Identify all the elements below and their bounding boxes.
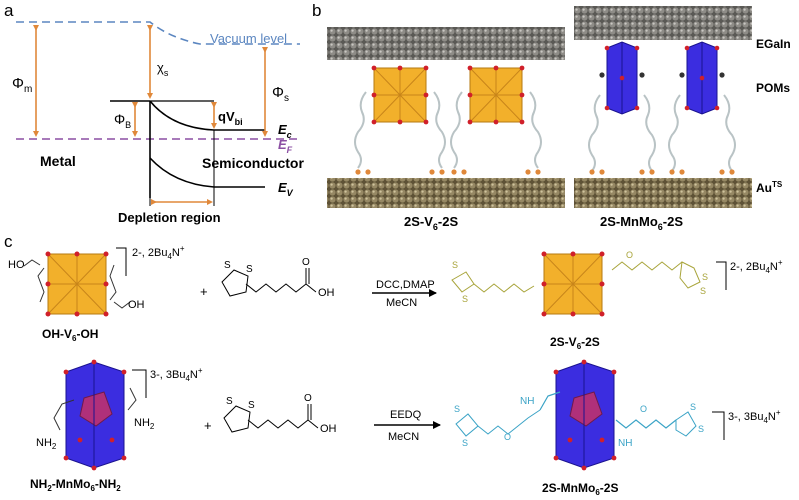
product-1-oxygen: O [626,250,633,260]
product-1-sulfur-b: S [462,294,468,304]
charge-bracket-product-1 [716,261,727,290]
2s-mnmo6-2s-structure [455,359,697,471]
product-1-sulfur-c: S [702,272,708,282]
egain-label: EGaIn [756,37,791,51]
solvent-2: MeCN [388,431,419,443]
sulfur-2b: S [248,400,255,411]
junction-schematic: b [312,1,791,232]
product-2-oxygen-left: O [504,432,511,442]
phi-b-label: ΦB [114,111,131,130]
chi-label: χs [157,60,169,78]
sulfur-1a: S [224,260,231,271]
au-electrode-right [574,178,752,208]
v6-molecule-1 [354,65,446,175]
product-1-name: 2S-V6-2S [550,335,600,351]
metal-label: Metal [40,153,76,169]
poms-label: POMs [756,81,790,95]
egain-electrode-left [327,27,565,60]
reagent-1: DCC,DMAP [376,279,435,291]
reaction-1: HO OH 2-, 2Bu4N+ OH-V6-OH + S S O OH DCC… [8,244,783,351]
phi-s-label: Φs [272,84,289,104]
product-2-charge: 3-, 3Bu4N+ [728,408,781,425]
oh-label: OH [128,299,145,311]
phi-m-label: Φm [12,75,32,95]
acid-oh-1: OH [318,287,335,299]
conduction-band [149,100,265,131]
product-2-amide-left: NH [520,396,534,407]
panel-label-b: b [312,1,321,20]
carbonyl-2: O [304,393,312,404]
v6-junction-label: 2S-V6-2S [404,214,458,232]
nh2-mnmo6-nh2-structure [53,359,137,471]
v6-molecule-2 [450,65,542,175]
product-2-name: 2S-MnMo6-2S [542,481,618,497]
product-1-sulfur-d: S [700,286,706,296]
ho-label: HO [8,259,25,271]
carbonyl-1: O [302,257,310,268]
lipoic-acid-1 [221,268,317,297]
charge-1: 2-, 2Bu4N+ [132,244,185,261]
reactant-2-name: NH2-MnMo6-NH2 [30,477,121,493]
product-1-sulfur-a: S [452,260,458,270]
reactant-1-name: OH-V6-OH [42,327,98,343]
charge-2: 3-, 3Bu4N+ [150,366,203,383]
sulfur-1b: S [246,264,253,275]
semiconductor-label: Semiconductor [202,155,304,171]
product-2-oxygen-right: O [640,404,647,414]
charge-bracket-2 [132,369,147,398]
product-2-sulfur-c: S [690,402,696,412]
egain-electrode-right [574,6,752,40]
solvent-1: MeCN [386,297,417,309]
nh2-left-label: NH2 [36,437,57,451]
product-2-sulfur-b: S [462,438,468,448]
au-label: AuTS [756,180,783,195]
panel-label-c: c [4,232,13,251]
2s-v6-2s-structure [451,251,701,317]
charge-bracket-1 [116,247,127,276]
plus-2: + [204,418,212,433]
mnmo6-molecule-1 [588,41,656,175]
product-2-sulfur-d: S [698,424,704,434]
ev-label: EV [278,180,294,198]
ec-label: Ec [278,122,292,140]
ef-label: EF [278,137,293,155]
vacuum-level-label: Vacuum level [210,31,287,46]
qv-label: qVbi [218,109,243,127]
reagent-2: EEDQ [390,409,422,421]
mnmo6-molecule-2 [668,41,736,175]
panel-label-a: a [4,1,14,20]
reaction-2: NH2 NH2 3-, 3Bu4N+ NH2-MnMo6-NH2 + S S O… [30,359,781,497]
product-1-charge: 2-, 2Bu4N+ [730,258,783,275]
vacuum-level-line [16,21,300,45]
band-diagram: a Vacuum level Φm χs ΦB qVbi Φs Ec EF EV [4,1,304,225]
acid-oh-2: OH [320,423,337,435]
lipoic-acid-2 [223,404,319,433]
sulfur-2a: S [226,396,233,407]
mnmo6-junction-label: 2S-MnMo6-2S [600,214,683,232]
product-2-sulfur-a: S [454,404,460,414]
oh-v6-oh-structure [23,251,131,317]
charge-bracket-product-2 [712,411,725,440]
product-2-amide-right: NH [618,438,632,449]
au-electrode-left [327,178,565,208]
nh2-right-label: NH2 [134,417,155,431]
plus-1: + [200,284,208,299]
depletion-label: Depletion region [118,210,221,225]
